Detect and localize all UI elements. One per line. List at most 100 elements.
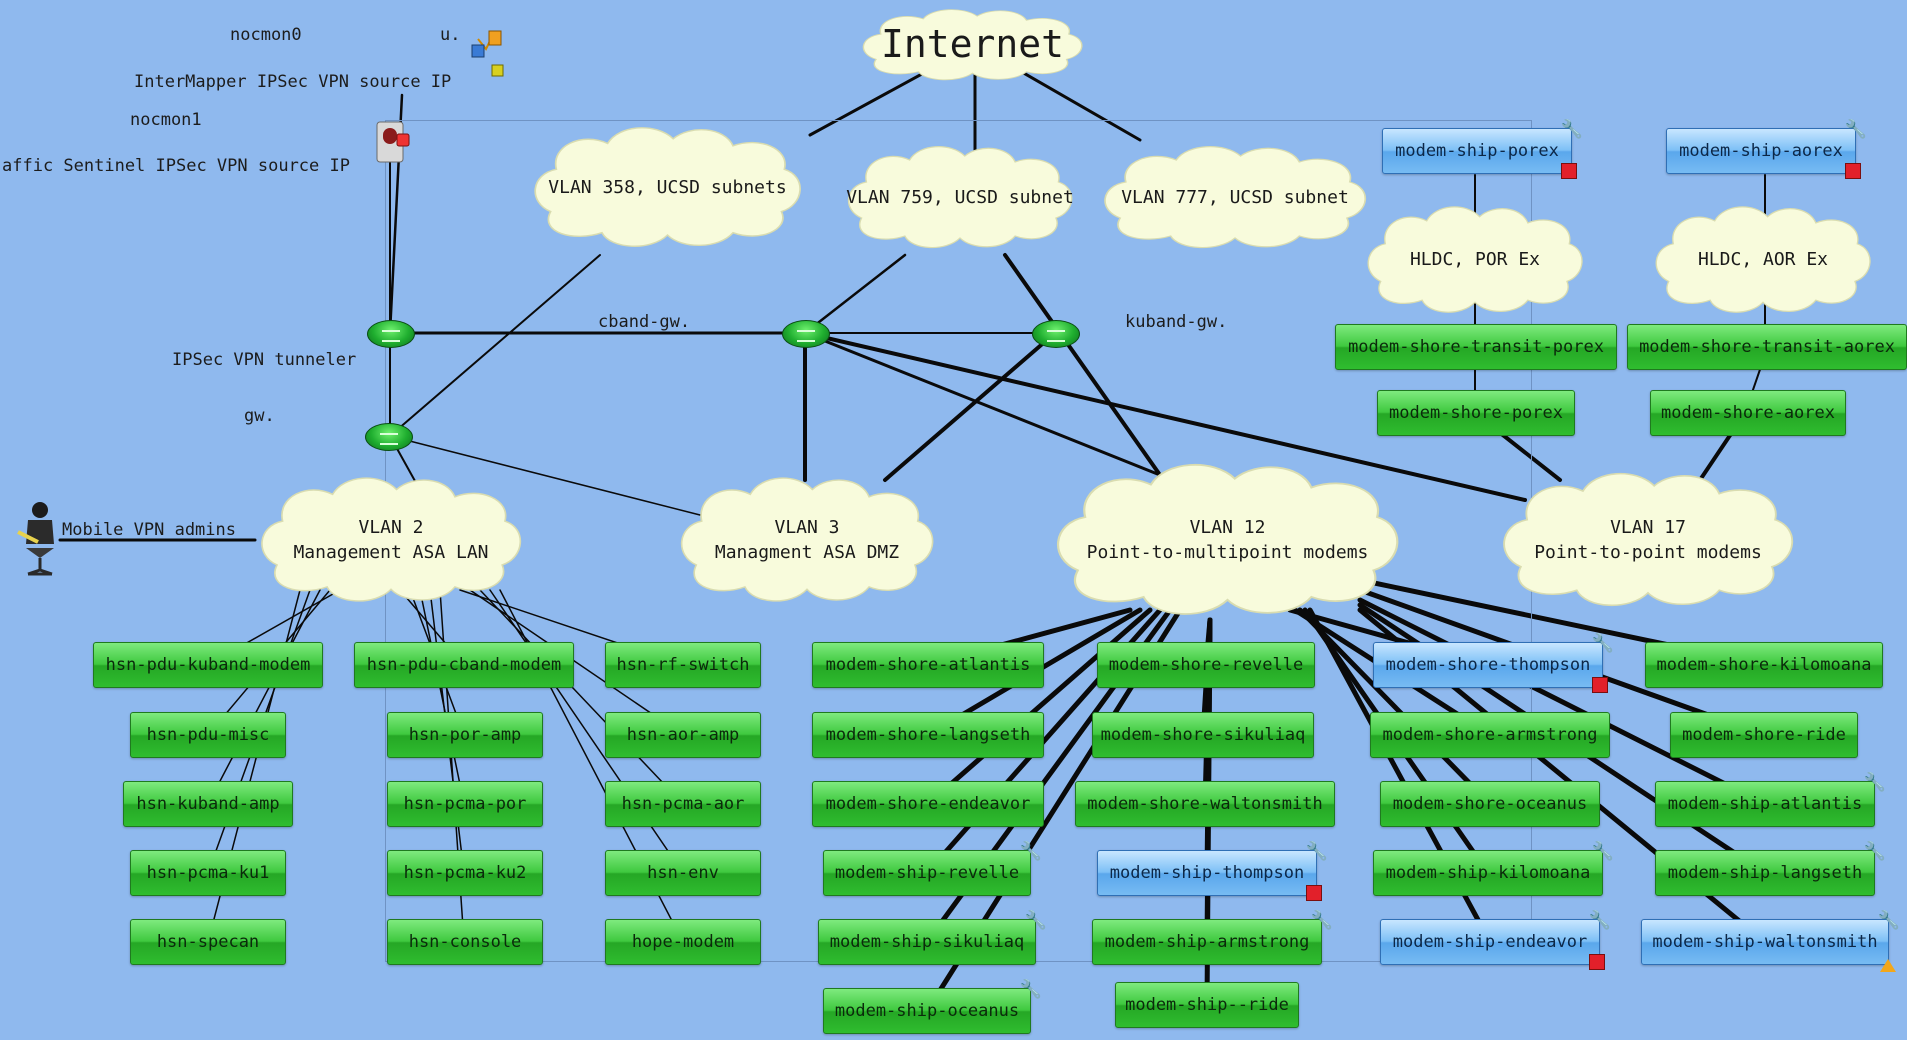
wrench-icon: 🔧 xyxy=(1863,841,1886,862)
node-modem-shore-transit-aorex[interactable]: modem-shore-transit-aorex xyxy=(1627,324,1907,370)
wrench-icon: 🔧 xyxy=(1019,841,1042,862)
router-icon[interactable] xyxy=(365,423,413,451)
node-modem-shore-oceanus[interactable]: modem-shore-oceanus xyxy=(1380,781,1600,827)
node-hsn-pcma-ku1[interactable]: hsn-pcma-ku1 xyxy=(130,850,286,896)
node-modem-shore-ride[interactable]: modem-shore-ride xyxy=(1670,712,1858,758)
intermapper-label: InterMapper IPSec VPN source IP xyxy=(134,72,452,92)
node-hsn-env[interactable]: hsn-env xyxy=(605,850,761,896)
node-modem-shore-armstrong[interactable]: modem-shore-armstrong xyxy=(1370,712,1610,758)
network-link xyxy=(419,589,465,805)
cloud-shape xyxy=(1655,206,1871,313)
node-modem-ship-porex[interactable]: modem-ship-porex 🔧 xyxy=(1382,119,1583,179)
node-label: modem-shore-langseth xyxy=(825,725,1031,745)
node-modem-shore-porex[interactable]: modem-shore-porex xyxy=(1377,390,1575,436)
wrench-icon: 🔧 xyxy=(1310,910,1333,931)
node-modem-ship-langseth[interactable]: modem-ship-langseth 🔧 xyxy=(1655,841,1886,896)
cloud-vlan777[interactable]: VLAN 777, UCSD subnet xyxy=(1095,140,1375,255)
wrench-icon: 🔧 xyxy=(1877,910,1900,931)
network-link xyxy=(469,589,684,736)
node-label: modem-ship-langseth xyxy=(1667,863,1863,883)
cloud-vlan3[interactable]: VLAN 3 Managment ASA DMZ xyxy=(672,470,942,610)
wrench-icon: 🔧 xyxy=(1560,119,1583,140)
status-down-icon xyxy=(1561,163,1577,179)
node-modem-shore-transit-porex[interactable]: modem-shore-transit-porex xyxy=(1335,324,1617,370)
node-hsn-pdu-misc[interactable]: hsn-pdu-misc xyxy=(130,712,286,758)
node-label: hsn-pdu-cband-modem xyxy=(366,655,562,675)
network-link xyxy=(803,331,1527,502)
router-icon[interactable] xyxy=(1032,320,1080,348)
node-hsn-specan[interactable]: hsn-specan xyxy=(130,919,286,965)
traffic-sentinel-label: affic Sentinel IPSec VPN source IP xyxy=(2,156,350,176)
node-hsn-kuband-amp[interactable]: hsn-kuband-amp xyxy=(123,781,293,827)
node-modem-ship-ride[interactable]: modem-ship--ride xyxy=(1115,982,1299,1028)
cband-gw-label: cband-gw. xyxy=(598,312,691,332)
node-modem-shore-langseth[interactable]: modem-shore-langseth xyxy=(812,712,1044,758)
node-modem-ship-waltonsmith[interactable]: modem-ship-waltonsmith 🔧 xyxy=(1641,910,1900,972)
cloud-label-line: VLAN 777, UCSD subnet xyxy=(1121,186,1349,208)
node-hsn-pcma-por[interactable]: hsn-pcma-por xyxy=(387,781,543,827)
node-hsn-por-amp[interactable]: hsn-por-amp xyxy=(387,712,543,758)
node-hsn-pdu-cband-modem[interactable]: hsn-pdu-cband-modem xyxy=(354,642,574,688)
node-modem-ship-endeavor[interactable]: modem-ship-endeavor 🔧 xyxy=(1380,910,1611,970)
gw-label: gw. xyxy=(244,406,275,426)
node-modem-shore-endeavor[interactable]: modem-shore-endeavor xyxy=(812,781,1044,827)
node-label: hsn-rf-switch xyxy=(616,655,750,675)
node-hope-modem[interactable]: hope-modem xyxy=(605,919,761,965)
cloud-hldc-por[interactable]: HLDC, POR Ex xyxy=(1360,200,1590,320)
node-modem-ship-kilomoana[interactable]: modem-ship-kilomoana 🔧 xyxy=(1373,841,1614,896)
node-modem-shore-sikuliaq[interactable]: modem-shore-sikuliaq xyxy=(1092,712,1314,758)
node-modem-ship-aorex[interactable]: modem-ship-aorex 🔧 xyxy=(1666,119,1867,179)
node-modem-shore-kilomoana[interactable]: modem-shore-kilomoana xyxy=(1645,642,1883,688)
cloud-shape xyxy=(534,127,801,247)
cloud-hldc-aor[interactable]: HLDC, AOR Ex xyxy=(1648,200,1878,320)
node-modem-ship-sikuliaq[interactable]: modem-ship-sikuliaq 🔧 xyxy=(818,910,1047,965)
node-modem-ship-revelle[interactable]: modem-ship-revelle 🔧 xyxy=(823,841,1042,896)
node-hsn-rf-switch[interactable]: hsn-rf-switch xyxy=(605,642,761,688)
server-icon[interactable] xyxy=(375,120,411,166)
cloud-label-line: HLDC, POR Ex xyxy=(1409,249,1541,271)
cloud-shape xyxy=(261,477,522,602)
node-label: modem-shore-oceanus xyxy=(1392,794,1588,814)
node-label: hsn-pcma-por xyxy=(403,794,527,814)
node-hsn-pcma-aor[interactable]: hsn-pcma-aor xyxy=(605,781,761,827)
cloud-label-line: VLAN 3 xyxy=(774,516,840,538)
node-label: modem-shore-porex xyxy=(1389,403,1563,423)
network-link xyxy=(479,589,684,805)
node-modem-shore-waltonsmith[interactable]: modem-shore-waltonsmith xyxy=(1075,781,1335,827)
cloud-label-line: VLAN 17 xyxy=(1610,516,1686,538)
node-label: modem-ship-endeavor xyxy=(1392,932,1588,952)
cloud-vlan17[interactable]: VLAN 17 Point-to-point modems xyxy=(1493,465,1803,615)
node-hsn-pdu-kuband-modem[interactable]: hsn-pdu-kuband-modem xyxy=(93,642,323,688)
node-modem-ship-atlantis[interactable]: modem-ship-atlantis 🔧 xyxy=(1655,772,1886,827)
router-icon[interactable] xyxy=(782,320,830,348)
wrench-icon: 🔧 xyxy=(1024,910,1047,931)
wrench-icon: 🔧 xyxy=(1019,979,1042,1000)
node-modem-ship-armstrong[interactable]: modem-ship-armstrong 🔧 xyxy=(1092,910,1333,965)
node-modem-shore-aorex[interactable]: modem-shore-aorex xyxy=(1650,390,1846,436)
node-modem-shore-atlantis[interactable]: modem-shore-atlantis xyxy=(812,642,1044,688)
router-icon[interactable] xyxy=(367,320,415,348)
cloud-vlan2[interactable]: VLAN 2 Management ASA LAN xyxy=(252,470,530,610)
person-at-desk-icon[interactable] xyxy=(16,500,64,578)
node-hsn-console[interactable]: hsn-console xyxy=(387,919,543,965)
cloud-vlan759[interactable]: VLAN 759, UCSD subnet xyxy=(840,140,1080,255)
node-modem-shore-revelle[interactable]: modem-shore-revelle xyxy=(1097,642,1315,688)
node-modem-shore-thompson[interactable]: modem-shore-thompson 🔧 xyxy=(1373,633,1614,693)
node-label: modem-shore-sikuliaq xyxy=(1100,725,1306,745)
network-link xyxy=(389,254,601,437)
node-label: hsn-pcma-ku1 xyxy=(146,863,270,883)
cloud-label-line: Point-to-point modems xyxy=(1534,542,1762,563)
cloud-vlan358[interactable]: VLAN 358, UCSD subnets xyxy=(525,120,810,255)
node-modem-ship-oceanus[interactable]: modem-ship-oceanus 🔧 xyxy=(823,979,1042,1034)
node-modem-ship-thompson[interactable]: modem-ship-thompson 🔧 xyxy=(1097,841,1328,901)
cloud-internet[interactable]: Internet xyxy=(855,5,1090,85)
server-icon[interactable] xyxy=(470,25,510,87)
node-label: modem-ship-waltonsmith xyxy=(1652,932,1878,952)
node-label: modem-ship-sikuliaq xyxy=(829,932,1025,952)
cloud-label-line: HLDC, AOR Ex xyxy=(1697,249,1829,271)
cloud-vlan12[interactable]: VLAN 12 Point-to-multipoint modems xyxy=(1045,455,1410,625)
network-link xyxy=(1357,597,1768,807)
node-hsn-pcma-ku2[interactable]: hsn-pcma-ku2 xyxy=(387,850,543,896)
node-label: hsn-kuband-amp xyxy=(136,794,280,814)
node-hsn-aor-amp[interactable]: hsn-aor-amp xyxy=(605,712,761,758)
